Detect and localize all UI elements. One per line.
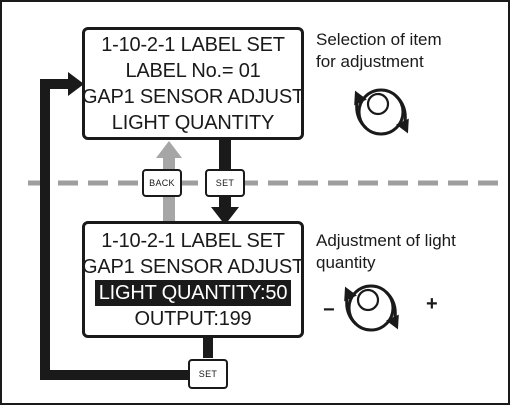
minus-sign: − (323, 299, 335, 321)
set-button-bottom[interactable]: SET (188, 359, 228, 389)
lcd-screen-bottom: 1-10-2-1 LABEL SET GAP1 SENSOR ADJUST LI… (82, 221, 304, 338)
screen-line: LIGHT QUANTITY (111, 111, 275, 134)
highlighted-screen-line: LIGHT QUANTITY:50 (94, 279, 292, 306)
caption-top-line-1: Selection of item (316, 30, 442, 49)
caption-bottom-line-1: Adjustment of light (316, 231, 456, 250)
screen-line: GAP1 SENSOR ADJUST (82, 255, 305, 278)
top-dial-icon (354, 88, 409, 136)
caption-bottom-line-2: quantity (316, 253, 376, 272)
screen-line: 1-10-2-1 LABEL SET (101, 33, 285, 56)
return-loop-arrow (40, 72, 213, 380)
screen-line: GAP1 SENSOR ADJUST (82, 85, 305, 108)
lcd-screen-top: 1-10-2-1 LABEL SET LABEL No.= 01 GAP1 SE… (82, 27, 304, 140)
caption-top-line-2: for adjustment (316, 52, 424, 71)
set-button[interactable]: SET (205, 169, 245, 197)
screen-line: 1-10-2-1 LABEL SET (101, 229, 285, 252)
screen-line: OUTPUT:199 (134, 307, 252, 330)
plus-sign: + (426, 293, 438, 315)
screen-line: LABEL No.= 01 (125, 59, 261, 82)
back-button[interactable]: BACK (142, 169, 182, 197)
bottom-dial-icon (344, 284, 399, 332)
